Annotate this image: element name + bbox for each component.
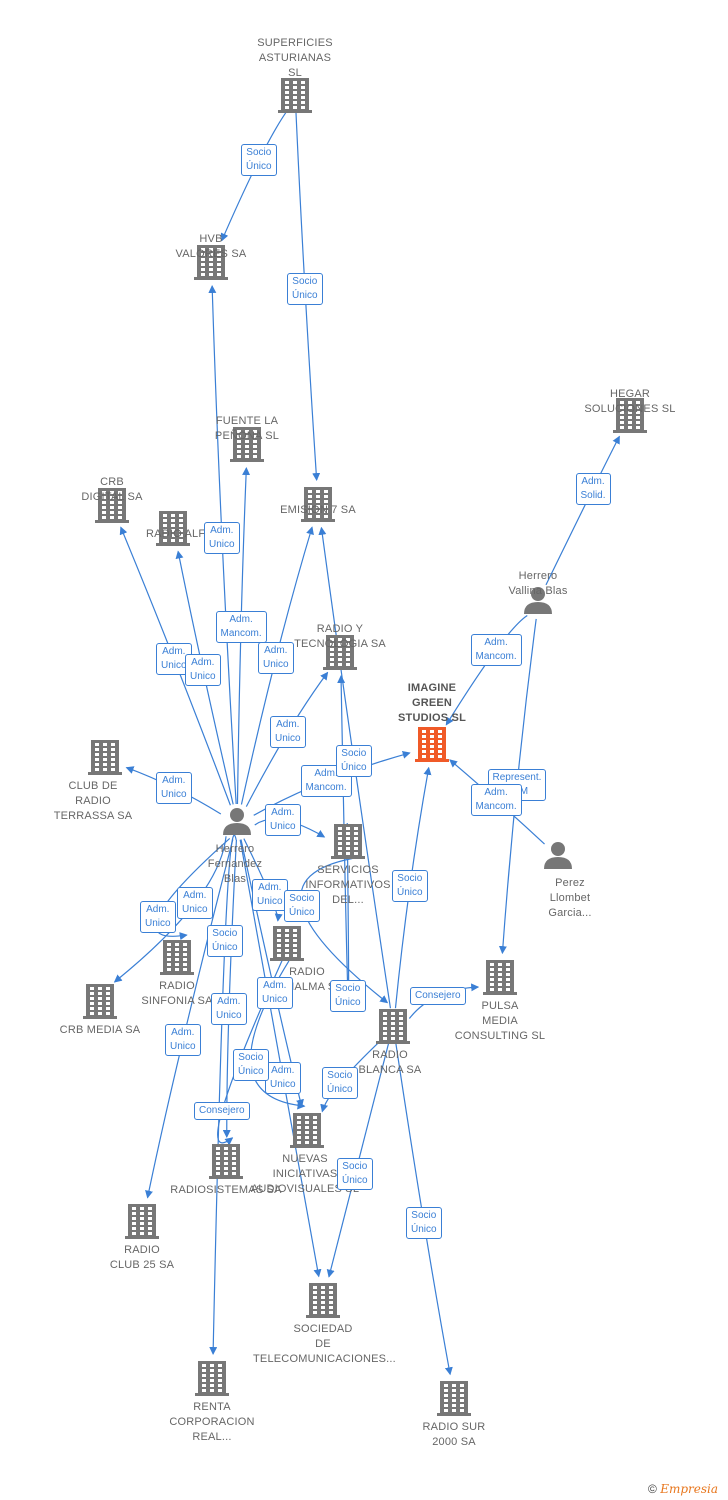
node-label-perez[interactable]: Perez Llombet Garcia... (548, 877, 592, 919)
edge-label-superficies-hvb[interactable]: Socio Único (241, 144, 277, 176)
building-icon-radiosistemas[interactable] (209, 1144, 243, 1179)
node-label-radiosinfonia[interactable]: RADIO SINFONIA SA (141, 980, 213, 1007)
edge-label-fernandez-nuevas[interactable]: Adm. Unico (257, 977, 293, 1009)
edge-label-servicios-radioblanca[interactable]: Socio Único (284, 890, 320, 922)
building-icon-sociedad[interactable] (306, 1283, 340, 1318)
node-label-radioblanca[interactable]: RADIO BLANCA SA (358, 1049, 422, 1076)
edge-label-fernandez-hvb[interactable]: Adm. Unico (204, 522, 240, 554)
node-label-imagine[interactable]: IMAGINE GREEN STUDIOS SL (397, 682, 466, 724)
edge-label-fernandez-fuente[interactable]: Adm. Mancom. (215, 611, 267, 643)
building-icon-radioalfa[interactable] (156, 511, 190, 546)
edge-label-fernandez-radiopenalma[interactable]: Adm. Unico (252, 879, 288, 911)
edge-label-fernandez-radiosinfonia[interactable]: Adm. Unico (140, 901, 176, 933)
building-icon-superficies[interactable] (278, 78, 312, 113)
node-label-hegar[interactable]: HEGAR SOLUCIONES SL (584, 388, 676, 415)
node-label-servicios[interactable]: SERVICIOS INFORMATIVOS DEL... (305, 864, 391, 906)
edge-label-superficies-emision7[interactable]: Socio Único (287, 273, 323, 305)
edge-label-fernandez-radioalfa[interactable]: Adm. Unico (185, 654, 221, 686)
node-label-vallina[interactable]: Herrero Vallina Blas (508, 570, 568, 597)
edge-label-fernandez-clubterrassa[interactable]: Adm. Unico (156, 772, 192, 804)
node-label-radioytec[interactable]: RADIO Y TECNOLOGIA SA (294, 623, 386, 650)
edge-label-fernandez-servicios[interactable]: Adm. Unico (265, 804, 301, 836)
building-icon-hegar[interactable] (613, 398, 647, 433)
node-label-clubterrassa[interactable]: CLUB DE RADIO TERRASSA SA (53, 780, 133, 822)
building-icon-radiosinfonia[interactable] (160, 940, 194, 975)
building-icon-radioclub25[interactable] (125, 1204, 159, 1239)
building-icon-emision7[interactable] (301, 487, 335, 522)
edge-label-fernandez-radiosistemas[interactable]: Adm. Unico (211, 993, 247, 1025)
person-icon-fernandez[interactable] (223, 808, 251, 835)
node-label-nuevas[interactable]: NUEVAS INICIATIVAS AUDIOVISUALES SL (250, 1153, 359, 1195)
icons-layer (83, 78, 647, 1416)
building-icon-pulsa[interactable] (483, 960, 517, 995)
edge-label-radioblanca-radiosur[interactable]: Socio Único (406, 1207, 442, 1239)
edge-label-fernandez-sociedad[interactable]: Adm. Unico (265, 1062, 301, 1094)
person-icon-vallina[interactable] (524, 587, 552, 614)
building-icon-renta[interactable] (195, 1361, 229, 1396)
edge-label-radioblanca-imagine[interactable]: Socio Único (392, 870, 428, 902)
node-label-fuente[interactable]: FUENTE LA PEÑONA SL (214, 415, 280, 442)
building-icon-nuevas[interactable] (290, 1113, 324, 1148)
node-label-hvb[interactable]: HVB VALORES SA (175, 233, 247, 260)
node-label-pulsa[interactable]: PULSA MEDIA CONSULTING SL (454, 1000, 546, 1042)
node-label-radiosistemas[interactable]: RADIOSISTEMAS SA (170, 1184, 282, 1196)
edge-label-radiopenalma-nuevas[interactable]: Socio Único (233, 1049, 269, 1081)
node-label-crbmedia[interactable]: CRB MEDIA SA (59, 1024, 141, 1036)
edge-label-fernandez-renta[interactable]: Socio Único (207, 925, 243, 957)
node-label-radioclub25[interactable]: RADIO CLUB 25 SA (109, 1244, 175, 1271)
building-icon-clubterrassa[interactable] (88, 740, 122, 775)
building-icon-radioblanca[interactable] (376, 1009, 410, 1044)
edge-label-radiopenalma-radiosistemas[interactable]: Consejero (194, 1102, 250, 1120)
edge-label-fernandez-imagine[interactable]: Adm. Mancom. (300, 765, 352, 797)
building-icon-hvb[interactable] (194, 245, 228, 280)
building-icon-crbmedia[interactable] (83, 984, 117, 1019)
copyright-symbol: © (648, 1482, 657, 1496)
copyright: © Empresia (648, 1482, 718, 1496)
edge-label-fernandez-radioytec[interactable]: Adm. Unico (270, 716, 306, 748)
edge-label-fernandez-emision7[interactable]: Adm. Unico (258, 642, 294, 674)
node-label-renta[interactable]: RENTA CORPORACION REAL... (169, 1401, 255, 1443)
edge-vallina-hegar (545, 435, 620, 586)
node-label-fernandez[interactable]: Herrero Fernandez Blas (207, 843, 263, 885)
node-label-sociedad[interactable]: SOCIEDAD DE TELECOMUNICACIONES... (253, 1323, 396, 1365)
building-icon-servicios[interactable] (331, 824, 365, 859)
building-icon-radiosur[interactable] (437, 1381, 471, 1416)
node-label-crbdigital[interactable]: CRB DIGITAL SA (81, 476, 143, 503)
node-label-emision7[interactable]: EMISION 7 SA (280, 504, 356, 516)
edge-label-radioblanca-nuevas[interactable]: Socio Único (322, 1067, 358, 1099)
focus-building-icon-imagine[interactable] (415, 727, 449, 762)
node-label-radiosur[interactable]: RADIO SUR 2000 SA (422, 1421, 486, 1448)
building-icon-crbdigital[interactable] (95, 488, 129, 523)
edge-label-perez-imagine[interactable]: Adm. Mancom. (470, 784, 522, 816)
building-icon-fuente[interactable] (230, 427, 264, 462)
edge-label-fernandez-radioclub25[interactable]: Adm. Unico (165, 1024, 201, 1056)
edge-label-vallina-hegar[interactable]: Adm. Solid. (575, 473, 611, 505)
edge-label-radioblanca-pulsa[interactable]: Consejero (410, 987, 466, 1005)
building-icon-radioytec[interactable] (323, 635, 357, 670)
edge-label-radioblanca-sociedad[interactable]: Socio Único (337, 1158, 373, 1190)
building-icon-radiopenalma[interactable] (270, 926, 304, 961)
node-label-superficies[interactable]: SUPERFICIES ASTURIANAS SL (257, 37, 333, 79)
brand-logo[interactable]: Empresia (660, 1482, 718, 1496)
edge-label-vallina-imagine[interactable]: Adm. Mancom. (470, 634, 522, 666)
person-icon-perez[interactable] (544, 842, 572, 869)
edge-label-servicios-radioytec[interactable]: Socio Único (330, 980, 366, 1012)
edge-label-radioblanca-emision7[interactable]: Socio Único (336, 745, 372, 777)
edge-label-fernandez-crbmedia[interactable]: Adm. Unico (177, 887, 213, 919)
